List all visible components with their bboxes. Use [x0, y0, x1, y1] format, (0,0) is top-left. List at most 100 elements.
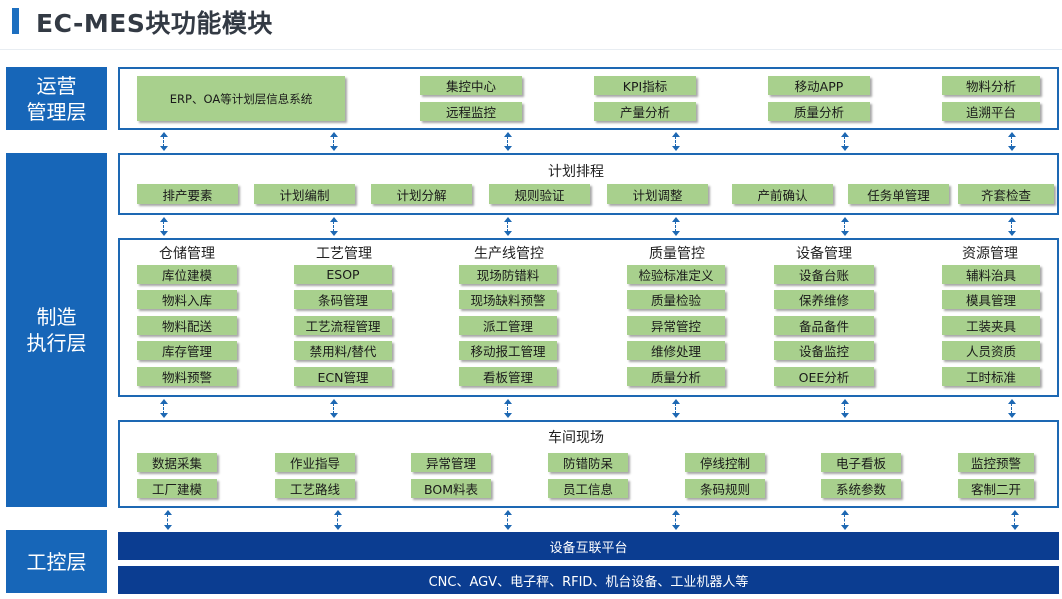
module-item: 移动报工管理	[459, 341, 557, 360]
module-title-equipment: 设备管理	[796, 246, 852, 262]
ops-item: 物料分析	[942, 76, 1040, 95]
connector-arrow	[504, 399, 512, 418]
ops-item: 追溯平台	[942, 102, 1040, 121]
module-item: 库存管理	[137, 341, 237, 360]
device-platform-bar: 设备互联平台	[118, 532, 1059, 560]
plan-title: 计划排程	[548, 164, 604, 180]
plan-item: 齐套检查	[958, 184, 1054, 204]
connector-arrow	[504, 510, 512, 530]
layer-label-ops-line2: 管理层	[26, 99, 87, 124]
plan-item: 任务单管理	[848, 184, 949, 204]
module-item: 派工管理	[459, 316, 557, 335]
module-title-quality: 质量管控	[649, 246, 705, 262]
ops-item: KPI指标	[594, 76, 696, 95]
shop-item: 员工信息	[548, 479, 628, 498]
plan-item: 计划调整	[607, 184, 708, 204]
module-item: 现场防错料	[459, 265, 557, 284]
module-item: 物料配送	[137, 316, 237, 335]
plan-item: 产前确认	[732, 184, 833, 204]
module-item: 工装夹具	[942, 316, 1040, 335]
connector-arrow	[1008, 132, 1016, 151]
layer-label-mfg: 制造 执行层	[6, 153, 107, 507]
ops-item: 移动APP	[768, 76, 870, 95]
layer-label-ctrl-line1: 工控层	[26, 549, 87, 574]
module-item: 人员资质	[942, 341, 1040, 360]
connector-arrow	[841, 132, 849, 151]
title-bar: EC-MES块功能模块	[0, 0, 1062, 50]
connector-arrow	[330, 132, 338, 151]
connector-arrow	[334, 510, 342, 530]
module-item: 检验标准定义	[627, 265, 725, 284]
connector-arrow	[1008, 399, 1016, 418]
ops-item: 质量分析	[768, 102, 870, 121]
module-item: 禁用料/替代	[294, 341, 392, 360]
shop-title: 车间现场	[548, 430, 604, 446]
connector-arrow	[841, 399, 849, 418]
ops-item: 集控中心	[420, 76, 522, 95]
modules-frame	[118, 238, 1059, 397]
module-item: 异常管控	[627, 316, 725, 335]
module-item: 物料入库	[137, 290, 237, 309]
connector-arrow	[672, 399, 680, 418]
module-item: 工时标准	[942, 367, 1040, 386]
module-item: 设备监控	[774, 341, 874, 360]
ops-item: 产量分析	[594, 102, 696, 121]
module-title-warehouse: 仓储管理	[159, 246, 215, 262]
shop-item: 电子看板	[821, 453, 901, 472]
connector-arrow	[160, 217, 168, 236]
module-item: 模具管理	[942, 290, 1040, 309]
device-list-bar: CNC、AGV、电子秤、RFID、机台设备、工业机器人等	[118, 566, 1059, 594]
plan-item: 规则验证	[489, 184, 590, 204]
module-title-process: 工艺管理	[316, 246, 372, 262]
layer-label-ctrl: 工控层	[6, 530, 107, 593]
module-item: 保养维修	[774, 290, 874, 309]
connector-arrow	[841, 217, 849, 236]
connector-arrow	[1008, 217, 1016, 236]
shop-item: 停线控制	[685, 453, 765, 472]
shop-item: 工艺路线	[275, 479, 355, 498]
module-title-resource: 资源管理	[962, 246, 1018, 262]
connector-arrow	[160, 132, 168, 151]
module-item: OEE分析	[774, 367, 874, 386]
page-title: EC-MES块功能模块	[36, 9, 273, 38]
connector-arrow	[330, 217, 338, 236]
layer-label-mfg-line1: 制造	[36, 305, 77, 329]
module-title-line: 生产线管控	[474, 246, 544, 262]
shop-item: 数据采集	[137, 453, 217, 472]
title-accent-bar	[12, 8, 19, 34]
module-item: 质量检验	[627, 290, 725, 309]
layer-label-ops: 运营 管理层	[6, 67, 107, 130]
module-item: 物料预警	[137, 367, 237, 386]
shop-item: 条码规则	[685, 479, 765, 498]
connector-arrow	[841, 510, 849, 530]
module-item: 库位建模	[137, 265, 237, 284]
shop-item: 客制二开	[958, 479, 1034, 498]
ops-item: 远程监控	[420, 102, 522, 121]
module-item: 备品备件	[774, 316, 874, 335]
connector-arrow	[672, 510, 680, 530]
module-item: 工艺流程管理	[294, 316, 392, 335]
module-item: 维修处理	[627, 341, 725, 360]
module-item: 现场缺料预警	[459, 290, 557, 309]
layer-label-ops-line1: 运营	[36, 73, 77, 98]
shop-item: 工厂建模	[137, 479, 217, 498]
connector-arrow	[164, 510, 172, 530]
shop-item: 系统参数	[821, 479, 901, 498]
layer-label-mfg-line2: 执行层	[26, 331, 87, 355]
shop-item: 防错防呆	[548, 453, 628, 472]
shop-item: BOM料表	[411, 479, 491, 498]
shop-item: 监控预警	[958, 453, 1034, 472]
module-item: 设备台账	[774, 265, 874, 284]
erp-box: ERP、OA等计划层信息系统	[137, 76, 345, 121]
module-item: 条码管理	[294, 290, 392, 309]
shop-item: 异常管理	[411, 453, 491, 472]
connector-arrow	[504, 132, 512, 151]
connector-arrow	[330, 399, 338, 418]
plan-item: 计划分解	[371, 184, 472, 204]
module-item: 辅料治具	[942, 265, 1040, 284]
connector-arrow	[160, 399, 168, 418]
connector-arrow	[1011, 510, 1019, 530]
plan-item: 排产要素	[137, 184, 238, 204]
module-item: ESOP	[294, 265, 392, 284]
module-item: 看板管理	[459, 367, 557, 386]
